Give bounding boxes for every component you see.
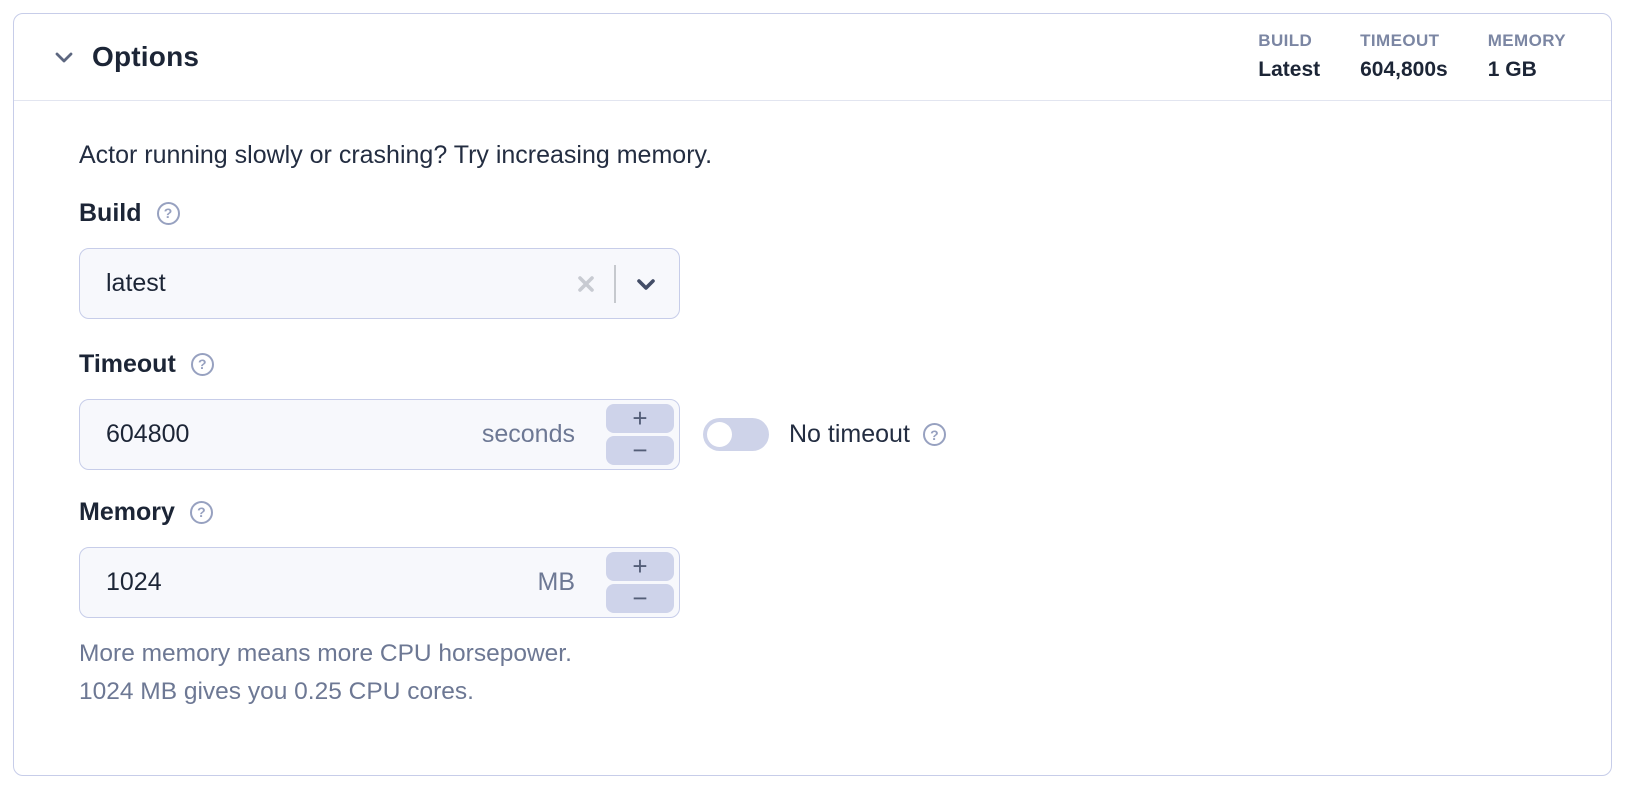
no-timeout-toggle[interactable]: [703, 418, 769, 451]
memory-helper-line2: 1024 MB gives you 0.25 CPU cores.: [79, 678, 474, 705]
timeout-label: Timeout: [79, 350, 176, 378]
no-timeout-label: No timeout: [789, 420, 910, 448]
build-label-row: Build ?: [79, 197, 1566, 229]
memory-increment-button[interactable]: +: [606, 552, 674, 581]
timeout-input[interactable]: [106, 420, 482, 449]
header-stat-memory: MEMORY 1 GB: [1488, 29, 1566, 85]
memory-label: Memory: [79, 498, 175, 526]
options-panel: Options BUILD Latest TIMEOUT 604,800s ME…: [13, 13, 1612, 776]
timeout-help-icon[interactable]: ?: [190, 352, 214, 376]
header-stats: BUILD Latest TIMEOUT 604,800s MEMORY 1 G…: [1258, 29, 1566, 85]
timeout-unit-label: seconds: [481, 420, 575, 448]
memory-helper-line1: More memory means more CPU horsepower.: [79, 640, 572, 667]
stat-value: 604,800s: [1360, 58, 1448, 81]
options-panel-header: Options BUILD Latest TIMEOUT 604,800s ME…: [14, 14, 1611, 101]
build-field-group: Build ?: [79, 197, 1566, 319]
options-panel-body: Actor running slowly or crashing? Try in…: [14, 101, 1611, 711]
toggle-knob: [707, 422, 732, 447]
header-stat-build: BUILD Latest: [1258, 29, 1320, 85]
stat-value: Latest: [1258, 58, 1321, 81]
dropdown-chevron-icon[interactable]: [631, 269, 661, 299]
build-help-icon[interactable]: ?: [156, 201, 180, 225]
select-divider: [614, 264, 616, 303]
memory-input[interactable]: [106, 568, 538, 597]
timeout-field-group: Timeout ? seconds + − No timeout ?: [79, 348, 1566, 470]
timeout-label-row: Timeout ?: [79, 348, 1566, 380]
panel-title: Options: [92, 41, 200, 72]
intro-text: Actor running slowly or crashing? Try in…: [79, 141, 713, 169]
memory-field-group: Memory ? MB + − More memory means more C…: [79, 496, 1566, 711]
memory-decrement-button[interactable]: −: [606, 584, 674, 613]
memory-unit-label: MB: [537, 568, 576, 596]
memory-helper-text: More memory means more CPU horsepower. 1…: [79, 635, 1566, 711]
timeout-input-box[interactable]: seconds + −: [79, 399, 680, 470]
clear-x-icon[interactable]: [573, 271, 599, 297]
collapse-chevron-icon[interactable]: [51, 44, 77, 70]
build-select-value[interactable]: [106, 269, 573, 298]
build-select[interactable]: [79, 248, 680, 319]
memory-help-icon[interactable]: ?: [189, 500, 213, 524]
timeout-increment-button[interactable]: +: [606, 404, 674, 433]
stat-label: BUILD: [1258, 31, 1313, 50]
header-stat-timeout: TIMEOUT 604,800s: [1360, 29, 1448, 85]
memory-input-box[interactable]: MB + −: [79, 547, 680, 618]
timeout-row: seconds + − No timeout ?: [79, 399, 1566, 470]
stat-label: TIMEOUT: [1360, 31, 1440, 50]
timeout-stepper: + −: [606, 404, 674, 465]
memory-label-row: Memory ?: [79, 496, 1566, 528]
no-timeout-help-icon[interactable]: ?: [922, 423, 946, 446]
stat-value: 1 GB: [1487, 58, 1537, 81]
build-label: Build: [79, 199, 142, 227]
stat-label: MEMORY: [1487, 31, 1566, 50]
timeout-decrement-button[interactable]: −: [606, 436, 674, 465]
memory-stepper: + −: [606, 552, 674, 613]
